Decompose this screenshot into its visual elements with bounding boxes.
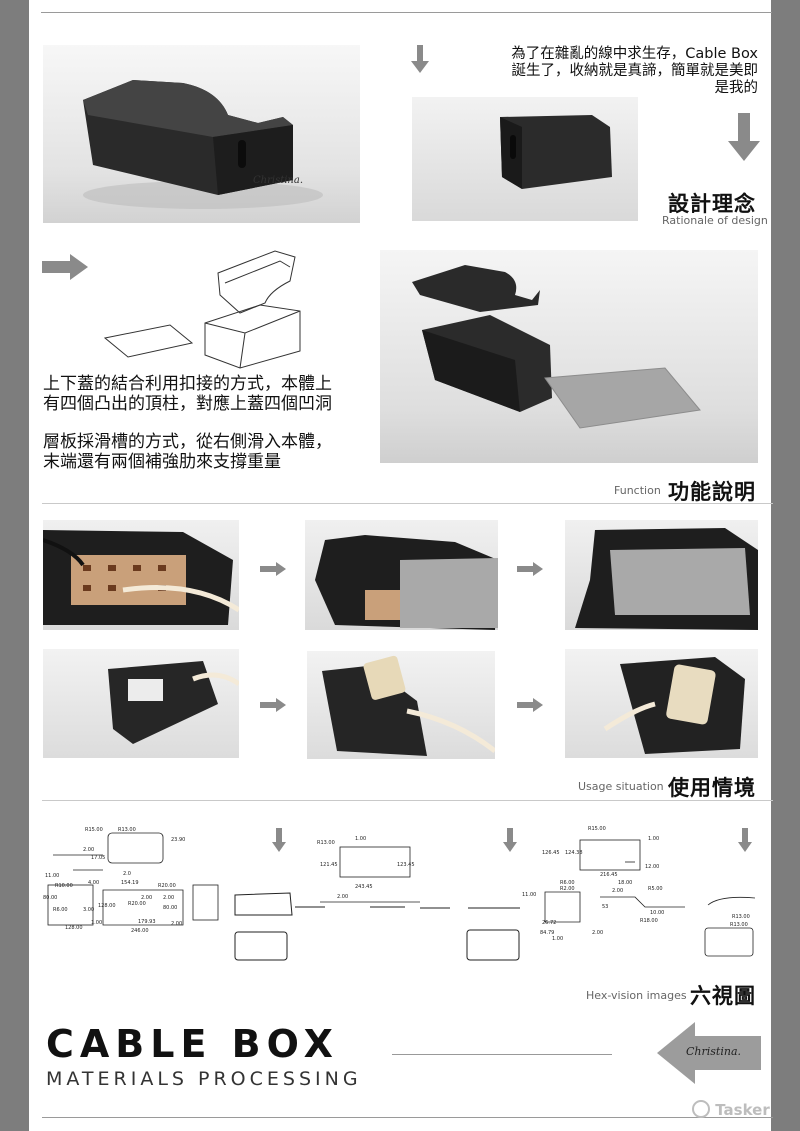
usage-subtitle: Usage situation [578, 780, 664, 793]
arrow-down-icon [411, 45, 429, 73]
intro-line-3: 是我的 [714, 80, 759, 96]
usage-photo-5 [307, 651, 495, 759]
hexvision-side-views-mid [420, 907, 520, 961]
function-desc-1-line-1: 上下蓋的結合利用扣接的方式，本體上 [43, 374, 332, 394]
function-desc-1: 上下蓋的結合利用扣接的方式，本體上 有四個凸出的頂柱，對應上蓋四個凹洞 [43, 374, 373, 414]
tasker-logo-icon [692, 1100, 710, 1118]
usage-title: 使用情境 [668, 776, 756, 800]
bottom-rule [42, 1117, 773, 1118]
usage-photo-1 [43, 520, 239, 630]
hexvision-title: 六視圖 [690, 984, 756, 1008]
hexvision-subtitle: Hex-vision images [586, 989, 687, 1002]
left-rail [0, 0, 29, 1131]
hexvision-drawing-left: R15.00 R13.00 23.90 2.00 17.05 11.00 2.0… [43, 825, 228, 935]
hero-photo: Christina. [43, 45, 360, 223]
function-title: 功能說明 [668, 480, 756, 504]
hexvision-drawing-mid: R13.00 1.00 121.45 123.45 243.45 2.00 [317, 836, 420, 903]
usage-rule [42, 800, 773, 801]
hexvision-drawing-right: R15.00 1.00 126.45 124.38 12.00 216.45 1… [522, 826, 748, 942]
usage-arrow-4-icon [517, 698, 543, 712]
usage-photo-3 [565, 520, 758, 630]
top-rule [41, 12, 772, 13]
intro-text: 為了在雜亂的線中求生存，Cable Box 誕生了，收納就是真諦，簡單就是美即 … [440, 46, 758, 97]
watermark: Tasker [692, 1100, 770, 1119]
usage-arrow-2-icon [517, 562, 543, 576]
function-desc-1-line-2: 有四個凸出的頂柱，對應上蓋四個凹洞 [43, 394, 332, 414]
hex-arrow-1-icon [272, 828, 286, 852]
watermark-text: Tasker [715, 1101, 770, 1119]
footer-signature: Christina. [686, 1045, 741, 1058]
brand-rule [392, 1054, 612, 1055]
usage-photo-6 [565, 649, 758, 758]
arrow-right-icon [42, 254, 88, 280]
hex-arrow-3-icon [738, 828, 752, 852]
usage-photo-2 [305, 520, 498, 630]
intro-line-1: 為了在雜亂的線中求生存，Cable Box [511, 46, 758, 62]
exploded-photo [380, 250, 758, 463]
intro-line-2: 誕生了，收納就是真諦，簡單就是美即 [511, 63, 759, 79]
design-title: 設計理念 [668, 192, 756, 216]
function-subtitle: Function [614, 484, 661, 497]
design-subtitle: Rationale of design [662, 214, 768, 227]
usage-arrow-1-icon [260, 562, 286, 576]
usage-photo-4 [43, 649, 239, 758]
hexvision-drawing-far-right: R13.00 [700, 890, 760, 965]
exploded-line-drawing [103, 250, 301, 369]
brand-subtitle: MATERIALS PROCESSING [46, 1068, 362, 1090]
function-desc-2: 層板採滑槽的方式，從右側滑入本體， 末端還有兩個補強肋來支撐重量 [43, 432, 373, 472]
brand-title: CABLE BOX [46, 1022, 339, 1066]
usage-arrow-3-icon [260, 698, 286, 712]
design-photo [412, 97, 638, 221]
big-arrow-down-icon [728, 113, 760, 161]
hexvision-side-views-left [234, 892, 405, 961]
function-desc-2-line-2: 末端還有兩個補強肋來支撐重量 [43, 452, 281, 472]
right-rail [771, 0, 800, 1131]
function-rule [42, 503, 773, 504]
back-arrow-icon [657, 1022, 761, 1084]
hex-arrow-2-icon [503, 828, 517, 852]
function-desc-2-line-1: 層板採滑槽的方式，從右側滑入本體， [43, 432, 332, 452]
hero-signature: Christina. [253, 175, 303, 186]
